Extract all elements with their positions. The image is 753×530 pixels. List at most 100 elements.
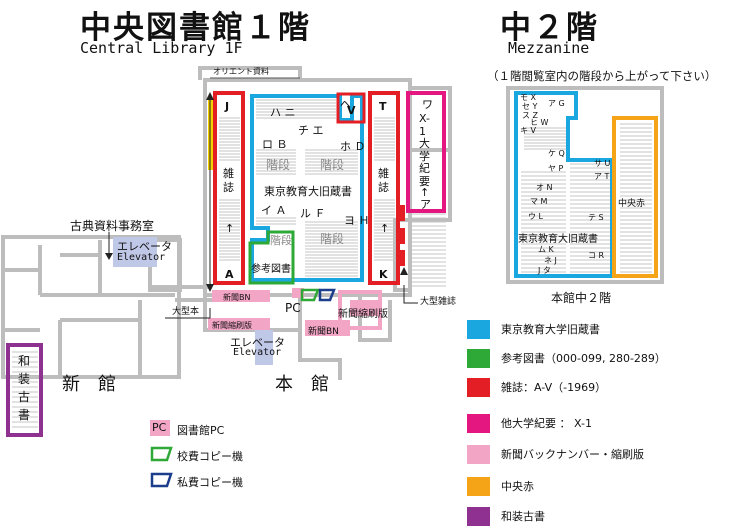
legend-label-4: 新聞バックナンバー・縮刷版 [501, 448, 644, 461]
mz-se-y: セ Y [522, 102, 538, 111]
legend-row-2: 雑誌：A-V（-1969） [467, 377, 606, 397]
legend-swatch-6 [467, 506, 490, 526]
mezz-chuo-aka-area [612, 116, 658, 278]
elevator-main [255, 330, 273, 365]
mezz-caption: 本館中２階 [551, 291, 612, 305]
zasshi-left-label: 雑誌 [223, 167, 234, 194]
mz-hi-w: ヒ W [530, 118, 549, 127]
shelf-he: ヘ [340, 98, 351, 111]
legend-label-0: 東京教育大学旧蔵書 [501, 323, 600, 336]
tokyo-kyoiku-label: 東京教育大旧蔵書 [264, 185, 352, 198]
legend-label-5: 中央赤 [501, 480, 534, 493]
shelf-chi-e: チ エ [298, 124, 324, 137]
shelf-ho-d: ホ Ｄ [340, 140, 366, 153]
private-copier-icon [318, 288, 336, 302]
green-copier-legend-label: 校費コピー機 [177, 450, 243, 463]
pc-box [292, 288, 304, 298]
pc-legend-label: 図書館PC [177, 424, 225, 437]
kaidan-3: 階段 [320, 232, 345, 246]
mezz-title-en: Mezzanine [508, 39, 590, 57]
mz-sa-u: サ U [594, 159, 611, 168]
main-building-walls [198, 66, 452, 380]
zasshi-left-area [213, 91, 245, 285]
zasshi-right-label: 雑誌 [378, 167, 389, 194]
blue-copier-legend-label: 私費コピー機 [177, 476, 243, 489]
shinkan-label: 新 館 [62, 374, 116, 395]
orient-label: オリエント資料 [213, 67, 269, 76]
sanko-area [248, 230, 295, 285]
legend-row-6: 和装古書 [467, 506, 545, 526]
mz-mo-x: モ X [520, 93, 537, 102]
other-univ-area [406, 91, 446, 213]
mz-a-g: ア G [548, 99, 565, 108]
legend-swatch-5 [467, 476, 490, 496]
ogatazasshi-label: 大型雑誌 [420, 297, 457, 307]
legend-label-6: 和装古書 [501, 510, 545, 523]
legend-swatch-3 [467, 413, 490, 433]
shinbun-bn-1: 新聞BN [223, 293, 251, 302]
blue-copier-legend-icon [150, 472, 173, 488]
shelf-j: J [225, 100, 230, 113]
shelf-ha-ni: ハ ニ [270, 106, 296, 119]
zasshi-dashes [400, 205, 405, 266]
mz-a-t: ア T [594, 172, 610, 181]
legend-row-3: 他大学紀要 ： X-1 [467, 413, 592, 433]
shelf-i-a: イ Ａ [261, 204, 287, 217]
kaidan-1: 階段 [266, 158, 291, 172]
hatch-lines [12, 99, 652, 428]
ogatabon-label: 大型本 [172, 307, 200, 317]
legend-swatch-4 [467, 444, 490, 464]
legend-swatch-0 [467, 319, 490, 339]
shelf-ro-b: ロ Ｂ [262, 138, 288, 151]
mezz-title-jp: 中２階 [500, 10, 599, 46]
kaidan-2: 階段 [320, 158, 345, 172]
shelf-t: T [379, 100, 387, 113]
shelf-ru-f: ル Ｆ [300, 207, 326, 220]
mz-mu-k: ム K [538, 245, 554, 254]
legend-swatch-2 [467, 377, 490, 397]
new-building-walls [1, 235, 181, 379]
mz-su-z: ス Z [522, 111, 539, 120]
kiyo-arrow: ↑ア [420, 186, 431, 211]
arrow-heads [105, 92, 408, 292]
shelf-wa: ワ [422, 98, 433, 111]
wasokosho-label: 和装古書 [18, 354, 31, 422]
mz-ke-q: ケ Q [548, 149, 565, 158]
mz-ya-p: ヤ P [548, 164, 564, 173]
koten-label: 古典資料事務室 [70, 219, 155, 233]
leader-lines [108, 96, 418, 319]
tokyo-kyoiku-area [250, 94, 364, 282]
zasshi-right-area [368, 91, 400, 285]
mz-u-l: ウ L [528, 212, 543, 221]
mz-ki-v: キ V [520, 126, 537, 135]
mz-ko-r: コ R [588, 251, 605, 260]
elevator-new [113, 237, 157, 267]
shelf-a: A [225, 268, 234, 281]
mezz-walls [506, 86, 664, 284]
elevator-new-en: Elevator [117, 252, 166, 263]
green-copier-legend-icon [150, 446, 173, 462]
wasokosho-area [6, 343, 43, 437]
mz-te-s: テ S [588, 213, 604, 222]
shelf-yo-h: ヨ Ｈ [344, 214, 370, 227]
elevator-main-jp: エレベータ [230, 336, 285, 349]
zasshi-left-arrow: ↑ [225, 222, 235, 235]
main-title-en: Central Library 1F [80, 39, 243, 57]
mz-tokyo-label: 東京教育大旧蔵書 [518, 234, 598, 245]
legend-label-1: 参考図書（000-099, 280-289） [501, 352, 666, 365]
mz-ji-ta: J タ [538, 266, 551, 275]
zasshi-v-area [336, 92, 366, 124]
zasshi-right-arrow: ↑ [380, 222, 390, 235]
legend-row-0: 東京教育大学旧蔵書 [467, 319, 600, 339]
legend-row-4: 新聞バックナンバー・縮刷版 [467, 444, 644, 464]
pc-legend-pc: PC [152, 421, 167, 434]
shinbun-shukusatsu-2: 新聞縮刷版 [338, 309, 388, 320]
legend-swatch-1 [467, 348, 490, 368]
mz-o-n: オ N [536, 183, 553, 192]
mezz-tokyo-area [514, 91, 614, 278]
main-title-jp: 中央図書館１階 [80, 10, 311, 46]
legend-label-3: 他大学紀要 ： X-1 [501, 417, 592, 430]
shelf-k: K [379, 268, 388, 281]
pc-legend-swatch [150, 420, 170, 436]
